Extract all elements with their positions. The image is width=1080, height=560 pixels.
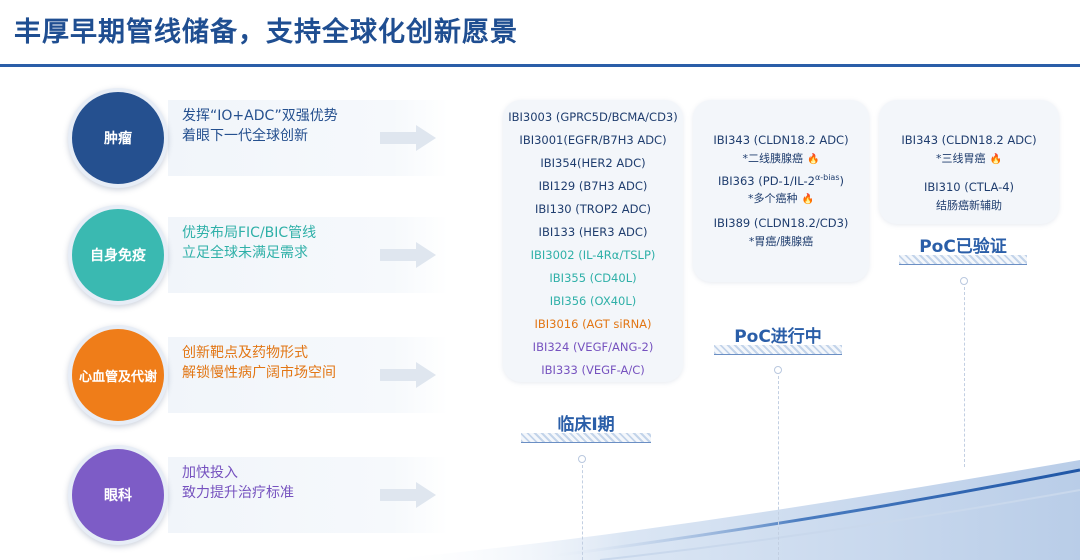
category-description: 优势布局FIC/BIC管线 立足全球未满足需求 (182, 223, 316, 263)
indication-text: *二线胰腺癌 (742, 152, 804, 165)
stage-label-poc-ongoing: PoC进行中 (734, 327, 822, 347)
title-divider (0, 64, 1080, 67)
stage-underline (521, 433, 651, 443)
category-ophthalmology: 眼科 加快投入 致力提升治疗标准 (68, 445, 448, 545)
pipeline-item: IBI363 (PD-1/IL-2α-bias) (693, 173, 869, 188)
desc-line-2: 立足全球未满足需求 (182, 245, 308, 261)
arrow-right-icon (380, 362, 436, 388)
pipeline-item: IBI333 (VEGF-A/C) (541, 363, 645, 377)
timeline-line (964, 287, 965, 467)
arrow-right-icon (380, 482, 436, 508)
page-title: 丰厚早期管线储备，支持全球化创新愿景 (14, 17, 518, 48)
arrow-right-icon (380, 242, 436, 268)
fire-icon: 🔥 (989, 154, 1002, 165)
ophthalmology-circle: 眼科 (68, 445, 168, 545)
category-description: 创新靶点及药物形式 解锁慢性病广阔市场空间 (182, 343, 336, 383)
indication-row: *多个癌种🔥 (693, 190, 869, 206)
pipeline-item: IBI355 (CD40L) (549, 271, 637, 285)
pipeline-item: IBI354(HER2 ADC) (540, 156, 646, 170)
stage-underline (899, 255, 1027, 265)
category-description: 加快投入 致力提升治疗标准 (182, 463, 294, 503)
pipeline-item: IBI3016 (AGT siRNA) (534, 317, 652, 331)
pipeline-item: IBI310 (CTLA-4) (923, 180, 1015, 194)
pipeline-item: IBI129 (B7H3 ADC) (538, 179, 648, 193)
drug-name-superscript: α-bias (814, 173, 840, 182)
desc-line-2: 致力提升治疗标准 (182, 485, 294, 501)
pipeline-item: IBI130 (TROP2 ADC) (535, 202, 651, 216)
drug-name: IBI363 (PD-1/IL-2 (718, 173, 815, 188)
category-cardiometabolic: 心血管及代谢 创新靶点及药物形式 解锁慢性病广阔市场空间 (68, 325, 448, 425)
indication-text: *多个癌种 (748, 192, 798, 205)
timeline-line (778, 376, 779, 560)
oncology-circle: 肿瘤 (68, 88, 168, 188)
desc-line-2: 着眼下一代全球创新 (182, 128, 308, 144)
immunology-circle: 自身免疫 (68, 205, 168, 305)
pipeline-item: IBI324 (VEGF/ANG-2) (532, 340, 654, 354)
stage-underline (714, 345, 842, 355)
pipeline-item: IBI343 (CLDN18.2 ADC) (901, 133, 1037, 147)
category-label: 自身免疫 (90, 248, 146, 264)
arrow-right-icon (380, 125, 436, 151)
timeline-dot (578, 455, 586, 463)
timeline-dot (774, 366, 782, 374)
poc-ongoing-box (693, 100, 869, 282)
timeline-dot (960, 277, 968, 285)
desc-line-1: 发挥“IO+ADC”双强优势 (182, 108, 338, 124)
stage-label-phase1: 临床I期 (557, 415, 615, 435)
category-description: 发挥“IO+ADC”双强优势 着眼下一代全球创新 (182, 106, 338, 146)
desc-line-2: 解锁慢性病广阔市场空间 (182, 365, 336, 381)
pipeline-item: IBI3001(EGFR/B7H3 ADC) (519, 133, 667, 147)
pipeline-item: IBI343 (CLDN18.2 ADC) (713, 133, 849, 147)
desc-line-1: 加快投入 (182, 465, 238, 481)
pipeline-item: IBI356 (OX40L) (549, 294, 637, 308)
category-label: 心血管及代谢 (78, 369, 157, 385)
cardiometabolic-circle: 心血管及代谢 (68, 325, 168, 425)
desc-line-1: 优势布局FIC/BIC管线 (182, 225, 317, 241)
pipeline-item: IBI3003 (GPRC5D/BCMA/CD3) (508, 110, 678, 124)
category-immunology: 自身免疫 优势布局FIC/BIC管线 立足全球未满足需求 (68, 205, 448, 305)
indication-text: 结肠癌新辅助 (936, 199, 1002, 212)
fire-icon: 🔥 (807, 154, 820, 165)
fire-icon: 🔥 (801, 194, 814, 205)
phase1-box (503, 100, 683, 382)
drug-name-end: ) (839, 173, 845, 188)
indication-row: *三线胃癌🔥 (879, 150, 1059, 166)
indication-text: *胃癌/胰腺癌 (748, 235, 814, 248)
category-oncology: 肿瘤 发挥“IO+ADC”双强优势 着眼下一代全球创新 (68, 88, 448, 188)
timeline-line (582, 465, 583, 560)
category-label: 肿瘤 (104, 131, 132, 147)
pipeline-item: IBI389 (CLDN18.2/CD3) (713, 216, 849, 230)
category-label: 眼科 (104, 488, 132, 504)
poc-validated-box (879, 100, 1059, 224)
stage-label-poc-validated: PoC已验证 (919, 237, 1007, 257)
indication-text: *三线胃癌 (936, 152, 986, 165)
desc-line-1: 创新靶点及药物形式 (182, 345, 308, 361)
indication-row: *二线胰腺癌🔥 (693, 150, 869, 166)
pipeline-item: IBI133 (HER3 ADC) (538, 225, 648, 239)
pipeline-item: IBI3002 (IL-4Rα/TSLP) (530, 248, 656, 262)
